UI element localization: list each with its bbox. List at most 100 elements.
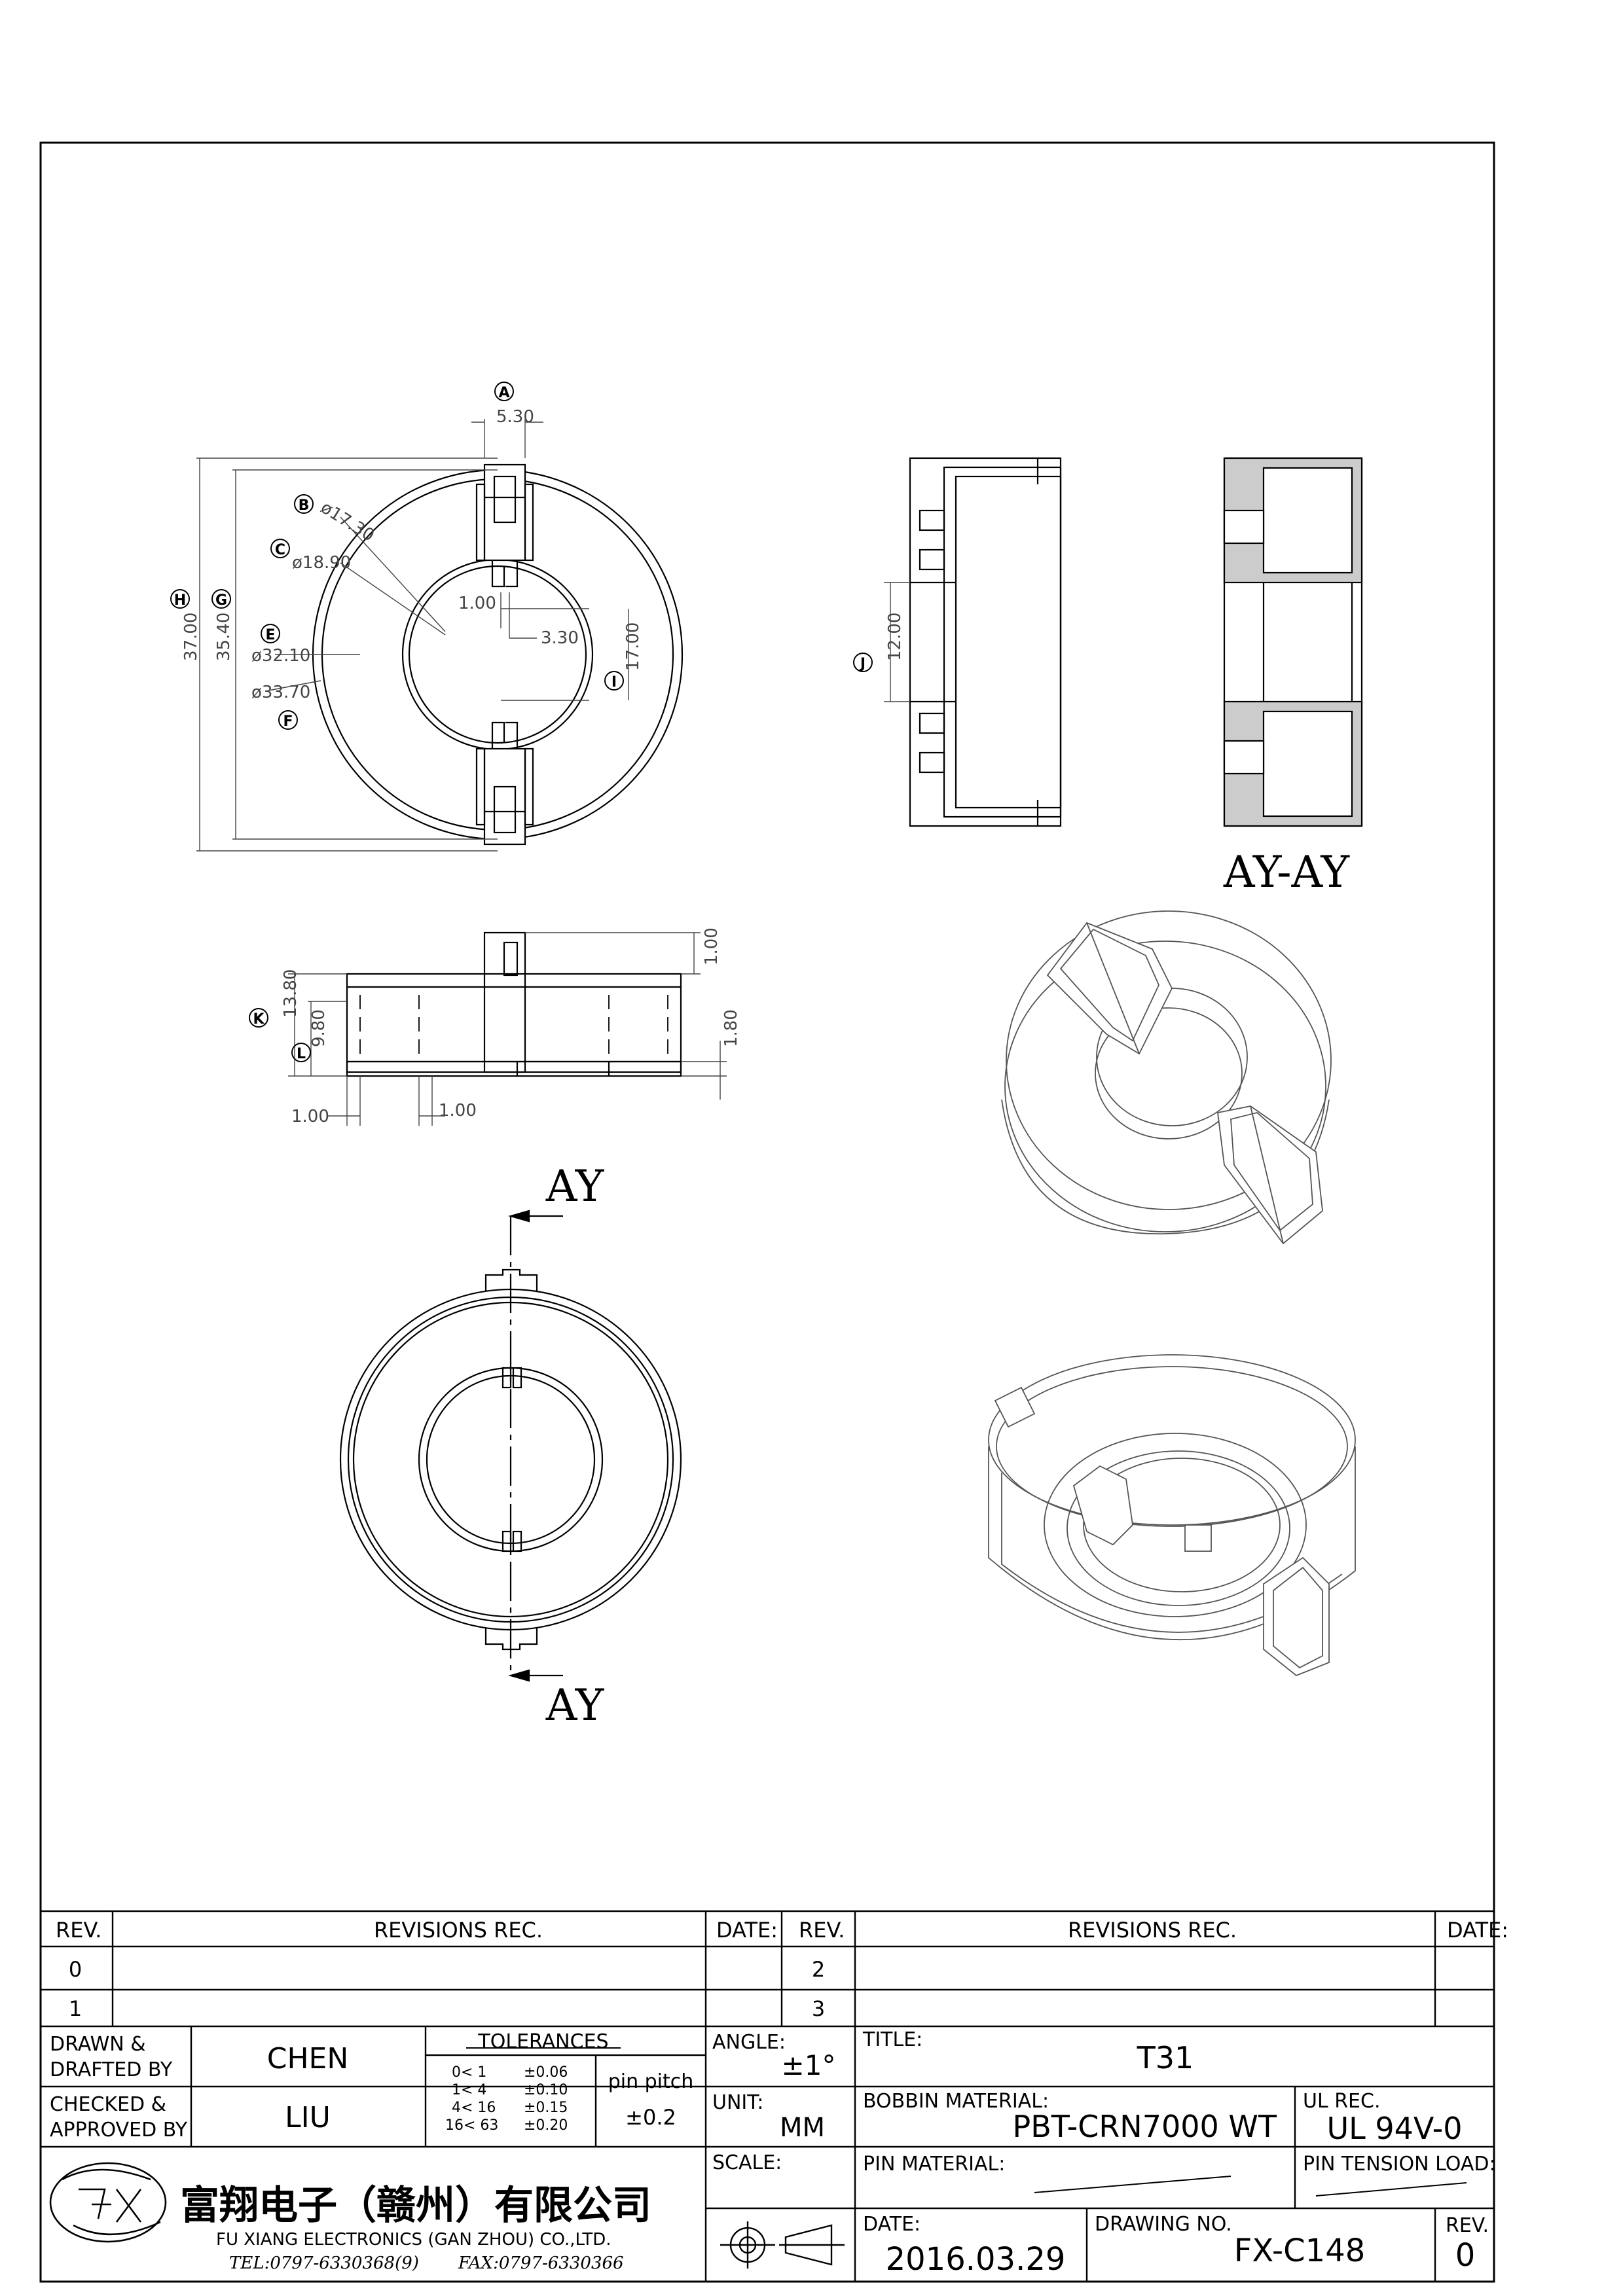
tol-range-2: 4< 16 bbox=[452, 2100, 496, 2116]
rev-label: REV. bbox=[1446, 2214, 1489, 2237]
drawn-value: CHEN bbox=[267, 2042, 349, 2075]
unit-value: MM bbox=[780, 2113, 825, 2143]
balloon-h: H bbox=[174, 592, 186, 609]
dim-c: ø18.90 bbox=[292, 553, 351, 573]
top-view-dim-text: 5.30 ø17.30 ø18.90 ø32.10 ø33.70 35.40 3… bbox=[181, 407, 643, 702]
rev-row-2: 2 bbox=[812, 1957, 825, 1982]
bobbin-material-label: BOBBIN MATERIAL: bbox=[863, 2090, 1049, 2113]
balloon-e: E bbox=[265, 627, 275, 643]
title-block-grid bbox=[41, 1910, 1494, 2282]
front-view-dimensions bbox=[288, 932, 727, 1126]
checked-value: LIU bbox=[285, 2101, 331, 2134]
rev-value: 0 bbox=[1455, 2237, 1476, 2274]
rev-row-1: 1 bbox=[69, 1996, 82, 2021]
balloon-k-circle bbox=[249, 1008, 268, 1028]
date-header-right: DATE: bbox=[1447, 1918, 1508, 1943]
tol-range-1: 1< 4 bbox=[452, 2082, 486, 2098]
top-view-dimensions bbox=[196, 419, 629, 852]
cut-label-top: AY bbox=[545, 1161, 605, 1211]
balloon-a: A bbox=[498, 385, 509, 401]
rev-row-3: 3 bbox=[812, 1996, 825, 2021]
balloon-l-circle bbox=[291, 1043, 311, 1062]
dim-w1: 1.00 bbox=[291, 1107, 329, 1126]
revisions-header-right: REVISIONS REC. bbox=[1068, 1918, 1237, 1943]
tol-range-3: 16< 63 bbox=[445, 2117, 498, 2134]
tol-range-0: 0< 1 bbox=[452, 2064, 486, 2081]
dim-a: 5.30 bbox=[496, 407, 534, 427]
revisions-header-left: REVISIONS REC. bbox=[374, 1918, 543, 1943]
dim-k: 13.80 bbox=[281, 969, 301, 1018]
tol-value-3: ±0.20 bbox=[524, 2117, 568, 2134]
dim-bottom: 1.80 bbox=[721, 1009, 741, 1047]
dim-h: 37.00 bbox=[181, 613, 201, 661]
tol-value-2: ±0.15 bbox=[524, 2100, 568, 2116]
balloon-f: F bbox=[283, 713, 293, 730]
sheet-border bbox=[39, 141, 1495, 2283]
checked-label-2: APPROVED BY bbox=[50, 2119, 188, 2142]
checked-label-1: CHECKED & bbox=[50, 2093, 166, 2116]
drawing-no-value: FX-C148 bbox=[1234, 2233, 1366, 2269]
company-tel: TEL:0797-6330368(9) bbox=[229, 2253, 419, 2273]
balloon-j: J bbox=[859, 656, 866, 672]
company-fax: FAX:0797-6330366 bbox=[458, 2253, 624, 2273]
dim-f: ø33.70 bbox=[251, 683, 310, 702]
dim-slot: 1.00 bbox=[458, 594, 496, 613]
company-name-cn: 富翔电子（赣州）有限公司 bbox=[180, 2183, 651, 2229]
side-view bbox=[909, 457, 1062, 827]
dim-slot2: 3.30 bbox=[541, 628, 579, 648]
company-logo bbox=[49, 2162, 167, 2243]
scale-label: SCALE: bbox=[712, 2151, 782, 2174]
tol-value-1: ±0.10 bbox=[524, 2082, 568, 2098]
balloon-c: C bbox=[275, 542, 285, 558]
bobbin-material-value: PBT-CRN7000 WT bbox=[1012, 2109, 1277, 2144]
section-view bbox=[1223, 457, 1363, 827]
company-name-en: FU XIANG ELECTRONICS (GAN ZHOU) CO.,LTD. bbox=[216, 2230, 611, 2250]
dim-e: ø32.10 bbox=[251, 646, 310, 666]
side-view-dimensions bbox=[884, 582, 910, 702]
ul-rec-label: UL REC. bbox=[1303, 2090, 1381, 2113]
dim-w2: 1.00 bbox=[439, 1101, 477, 1121]
rev-header-left: REV. bbox=[56, 1918, 101, 1943]
tolerances-header: TOLERANCES bbox=[477, 2030, 608, 2053]
section-cut-line bbox=[507, 1210, 563, 1682]
unit-label: UNIT: bbox=[712, 2091, 763, 2114]
drawing-no-label: DRAWING NO. bbox=[1095, 2213, 1232, 2236]
dim-g: 35.40 bbox=[214, 613, 234, 661]
top-view-balloons: A B C E F G H I bbox=[170, 382, 624, 730]
section-label: AY-AY bbox=[1223, 847, 1351, 897]
drawn-label-2: DRAFTED BY bbox=[50, 2058, 173, 2081]
dim-j: 12.00 bbox=[885, 613, 905, 661]
balloon-k: K bbox=[253, 1011, 264, 1028]
cut-label-bottom: AY bbox=[545, 1680, 605, 1731]
projection-symbol-icon bbox=[720, 2221, 845, 2269]
date-header-left: DATE: bbox=[716, 1918, 778, 1943]
pin-tension-label: PIN TENSION LOAD: bbox=[1303, 2153, 1496, 2176]
balloon-j-circle bbox=[853, 653, 873, 672]
balloon-i: I bbox=[611, 674, 617, 691]
blank-lines bbox=[466, 2047, 1467, 2197]
title-value: T31 bbox=[1137, 2040, 1194, 2075]
dim-top: 1.00 bbox=[702, 927, 721, 965]
tol-value-0: ±0.06 bbox=[524, 2064, 568, 2081]
isometric-view-top bbox=[1001, 910, 1332, 1245]
title-label: TITLE: bbox=[862, 2028, 922, 2051]
pin-pitch-label: pin pitch bbox=[608, 2070, 694, 2093]
drawn-label-1: DRAWN & bbox=[50, 2033, 146, 2056]
angle-value: ±1° bbox=[782, 2049, 836, 2081]
front-view bbox=[346, 931, 682, 1077]
angle-label: ANGLE: bbox=[712, 2031, 786, 2054]
rev-header-right: REV. bbox=[799, 1918, 845, 1943]
pin-material-label: PIN MATERIAL: bbox=[863, 2153, 1005, 2176]
date-value: 2016.03.29 bbox=[886, 2241, 1066, 2278]
rev-row-0: 0 bbox=[69, 1957, 82, 1982]
balloon-b: B bbox=[299, 497, 310, 514]
balloon-l: L bbox=[297, 1046, 306, 1062]
dim-i: 17.00 bbox=[623, 622, 643, 671]
dim-l: 9.80 bbox=[309, 1009, 329, 1047]
date-label: DATE: bbox=[863, 2213, 921, 2236]
pin-pitch-value: ±0.2 bbox=[625, 2105, 676, 2130]
ul-rec-value: UL 94V-0 bbox=[1326, 2111, 1462, 2146]
balloon-g: G bbox=[215, 592, 227, 609]
isometric-view-bottom bbox=[988, 1354, 1356, 1677]
